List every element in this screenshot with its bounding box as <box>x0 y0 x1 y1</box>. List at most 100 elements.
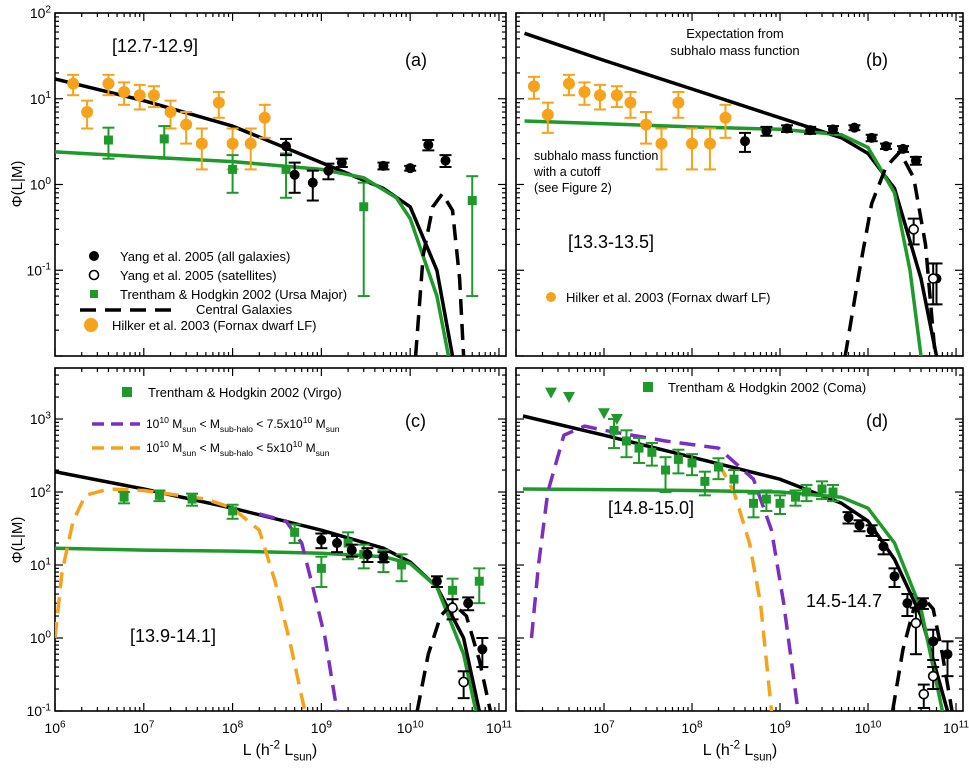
data-point <box>593 89 606 102</box>
data-point <box>458 676 469 688</box>
data-point <box>467 196 477 206</box>
data-point <box>431 576 442 587</box>
error-bar <box>909 606 922 656</box>
legend: Trentham & Hodgkin 2002 (Virgo) 1010 Msun… <box>92 385 342 458</box>
plot-area <box>55 73 479 356</box>
axis-ticks <box>515 12 963 357</box>
legend-marker <box>643 382 653 392</box>
y-tick-label: 102 <box>30 483 52 500</box>
data-point <box>226 137 239 150</box>
data-point <box>448 585 458 595</box>
x-tick-label: 106 <box>44 719 66 736</box>
data-point <box>634 443 644 453</box>
data-point <box>67 77 80 90</box>
data-point <box>159 134 169 144</box>
data-point <box>103 135 113 145</box>
y-tick-label: 100 <box>30 176 52 193</box>
mass-range-label: [13.9-14.1] <box>130 626 216 646</box>
legend-label: Central Galaxies <box>196 302 293 317</box>
data-point <box>761 126 772 137</box>
data-point <box>447 602 458 614</box>
series-line <box>258 512 339 711</box>
data-point <box>686 137 699 150</box>
data-point <box>781 123 792 134</box>
data-point <box>119 492 129 502</box>
data-point <box>346 545 357 556</box>
panel-label: (a) <box>405 50 427 70</box>
data-point <box>187 494 197 504</box>
data-point <box>647 447 657 457</box>
data-point <box>719 111 732 124</box>
x-tick-label: 107 <box>133 719 155 736</box>
data-point <box>212 96 225 109</box>
series-line <box>522 414 950 711</box>
data-point <box>624 96 637 109</box>
data-point <box>729 474 739 484</box>
data-point <box>917 598 928 609</box>
panel-label: (c) <box>405 411 426 431</box>
data-point <box>703 137 716 150</box>
data-point <box>378 551 389 562</box>
data-point <box>802 487 812 497</box>
data-point <box>661 465 671 475</box>
x-tick-label: 1010 <box>855 719 882 736</box>
data-point <box>362 549 373 560</box>
x-tick-label: 1010 <box>397 719 424 736</box>
data-point <box>621 436 631 446</box>
data-point <box>610 89 623 102</box>
legend-marker <box>84 318 98 332</box>
legend: Yang et al. 2005 (all galaxies)Yang et a… <box>80 249 347 333</box>
series-line <box>716 462 774 711</box>
x-tick-label: 108 <box>681 719 703 736</box>
legend-label: Trentham & Hodgkin 2002 (Coma) <box>668 380 866 395</box>
data-point <box>578 85 591 98</box>
data-point <box>81 106 94 119</box>
data-point <box>910 155 921 166</box>
annotation: subhalo mass function <box>670 43 799 58</box>
panel-label: (b) <box>866 50 888 70</box>
annotation: subhalo mass function <box>534 149 658 163</box>
data-point <box>147 89 160 102</box>
data-point <box>609 425 619 435</box>
data-point <box>902 598 913 609</box>
legend-label: Trentham & Hodgkin 2002 (Virgo) <box>148 385 342 400</box>
series-line <box>843 150 937 356</box>
data-point <box>527 80 540 93</box>
data-point <box>323 165 334 176</box>
x-tick-label: 109 <box>311 719 333 736</box>
series-line <box>529 424 800 711</box>
legend-marker <box>90 290 98 298</box>
data-point <box>343 538 353 548</box>
data-point <box>336 157 347 168</box>
x-tick-label: 1011 <box>486 719 512 736</box>
data-point <box>378 160 389 171</box>
data-point <box>908 224 919 235</box>
data-point <box>397 560 407 570</box>
data-point <box>423 139 434 150</box>
legend-label: 1010 Msun < Msub-halo < 7.5x1010 Msun <box>146 415 340 434</box>
data-point <box>866 525 877 536</box>
legend-label: Yang et al. 2005 (all galaxies) <box>120 249 290 264</box>
data-point <box>541 108 554 121</box>
panel-b: (b)[13.3-13.5]Hilker et al. 2003 (Fornax… <box>515 12 964 357</box>
data-point <box>102 77 115 90</box>
error-bar <box>466 175 479 298</box>
y-tick-label: 103 <box>30 410 52 427</box>
series-line <box>522 487 945 711</box>
data-point <box>405 163 416 174</box>
data-point <box>316 563 326 573</box>
data-point <box>289 169 300 180</box>
data-point <box>843 512 854 523</box>
legend-label: Hilker et al. 2003 (Fornax dwarf LF) <box>112 318 316 333</box>
series-line <box>55 487 307 711</box>
legend-marker <box>546 292 556 302</box>
error-bar <box>473 567 486 605</box>
legend: Trentham & Hodgkin 2002 (Coma) <box>643 380 866 395</box>
data-point <box>545 387 558 399</box>
data-point <box>359 202 369 212</box>
data-point <box>927 273 939 284</box>
data-point <box>866 132 877 143</box>
data-point <box>290 527 300 537</box>
